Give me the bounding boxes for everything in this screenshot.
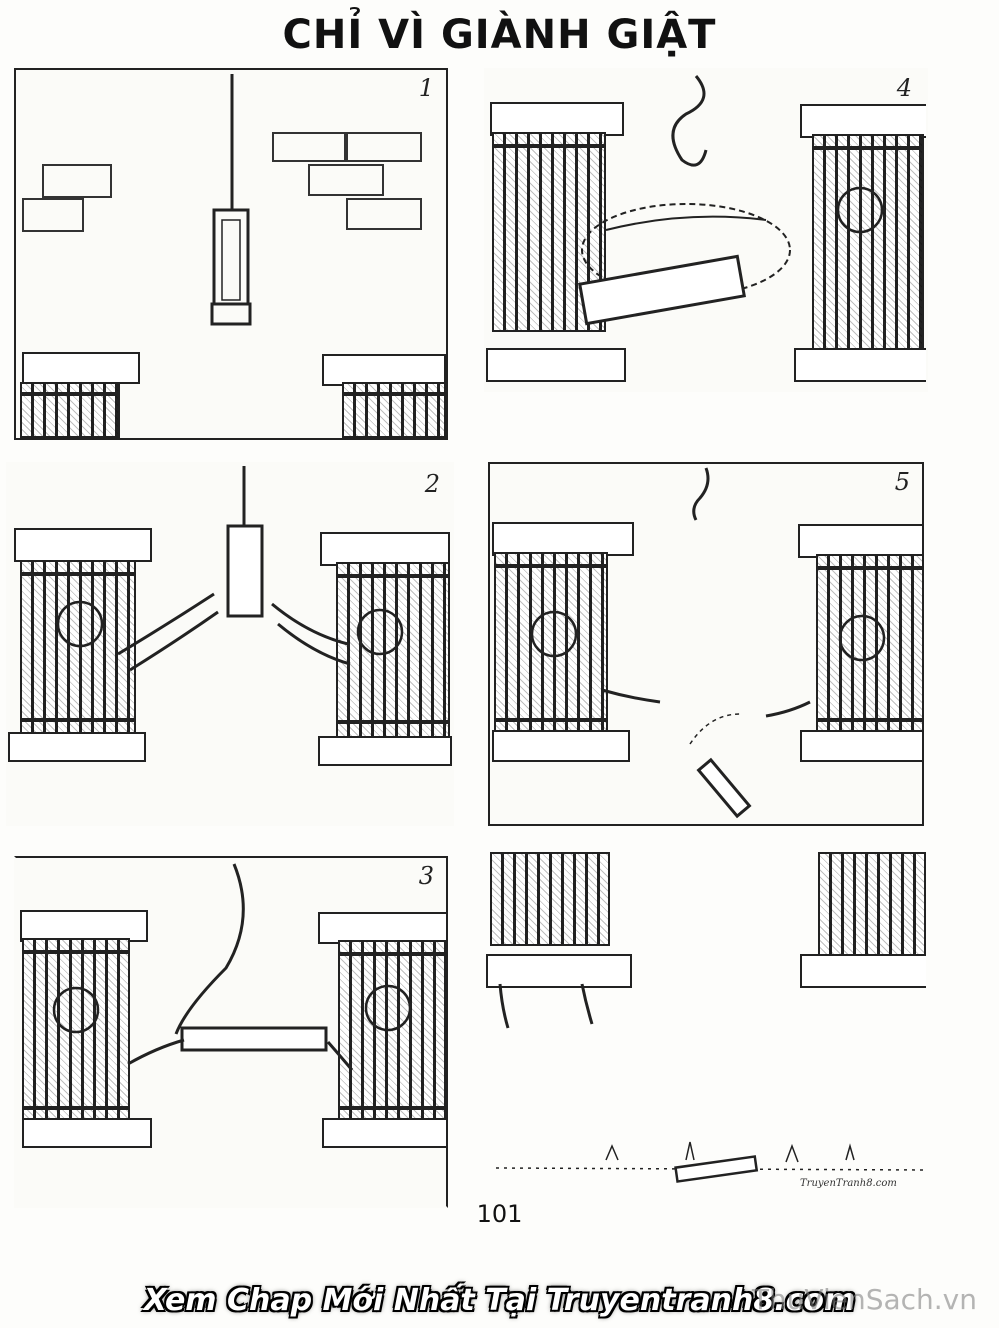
window [342, 382, 446, 438]
window-sill [794, 348, 926, 382]
comic-title: CHỈ VÌ GIÀNH GIẬT [282, 12, 717, 58]
window [490, 852, 610, 946]
panel-number: 2 [424, 470, 440, 498]
wall-brick [42, 164, 112, 198]
wall-brick [346, 132, 422, 162]
window-sill [320, 532, 450, 566]
window-sill [800, 954, 926, 988]
watermark: ThuVienSach.vn [751, 1283, 977, 1316]
window [20, 382, 120, 438]
reaching-prisoners-drawing [56, 466, 404, 672]
panel-number: 3 [418, 862, 434, 890]
panel-number: 4 [896, 74, 912, 102]
window [812, 134, 924, 350]
window [338, 940, 446, 1122]
panel-6 [484, 846, 928, 1200]
window [818, 852, 926, 956]
window [492, 132, 606, 332]
window-sill [486, 954, 632, 988]
page-number: 101 [476, 1200, 523, 1228]
wall-brick [346, 198, 422, 230]
dropped-package-drawing [495, 983, 926, 1183]
wall-brick [272, 132, 346, 162]
falling-package-drawing [530, 467, 886, 819]
window-sill [322, 1118, 446, 1148]
window-sill [486, 348, 626, 382]
window [494, 552, 608, 734]
panel-1: 1 [14, 68, 448, 440]
promo-banner[interactable]: Xem Chap Mới Nhất Tại Truyentranh8.com [143, 1282, 856, 1318]
tug-of-war-drawing [52, 863, 412, 1071]
window-sill [800, 730, 922, 762]
window-sill [14, 528, 152, 562]
hanging-package-drawing [210, 74, 252, 326]
window-sill [318, 736, 452, 766]
site-credit: TruyenTranh8.com [800, 1178, 897, 1189]
panel-number: 1 [418, 74, 434, 102]
window [816, 554, 922, 734]
window [336, 562, 450, 738]
window-sill [492, 730, 630, 762]
panel-2: 2 [6, 462, 454, 826]
wall-brick [308, 164, 384, 196]
panel-number: 5 [894, 468, 910, 496]
panel-5: 5 [488, 462, 924, 826]
panel-3: 3 [14, 856, 448, 1208]
panel-4: 4 [484, 68, 928, 392]
struggle-drawing [578, 75, 884, 326]
window-sill [22, 1118, 152, 1148]
wall-brick [22, 198, 84, 232]
window [22, 938, 130, 1122]
window-sill [800, 104, 926, 138]
window-sill [322, 354, 446, 386]
window-sill [8, 732, 146, 762]
window-sill [798, 524, 922, 558]
